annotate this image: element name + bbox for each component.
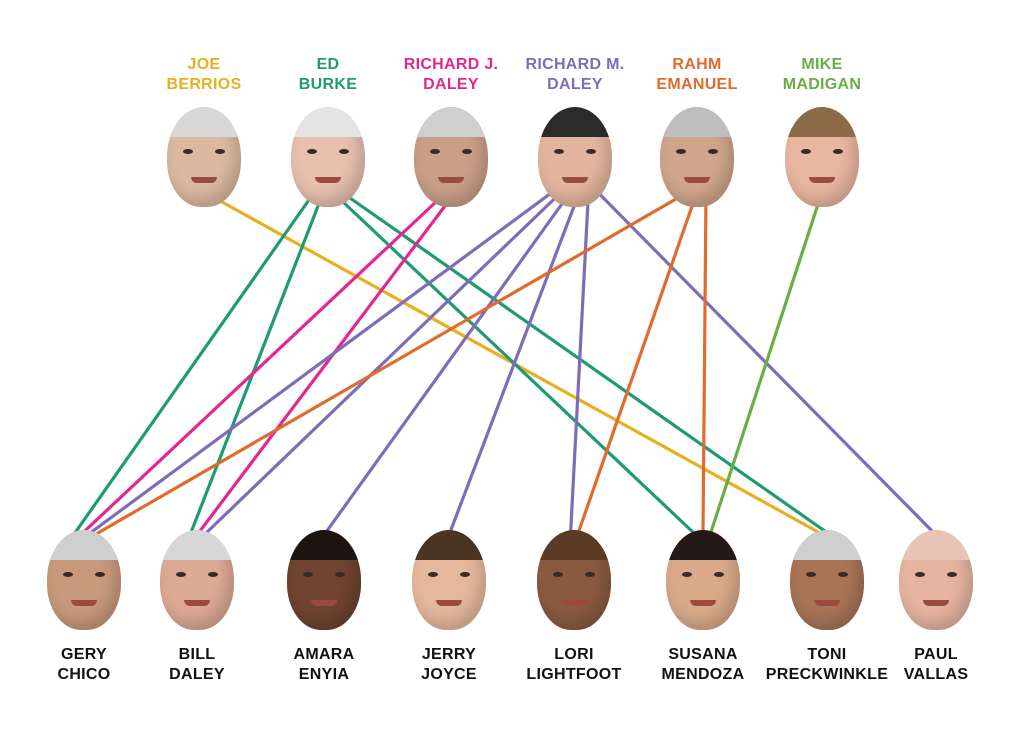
- mentor-label-rjdaley: RICHARD J. DALEY: [376, 55, 526, 95]
- mentor-label-emanuel-line: EMANUEL: [656, 76, 738, 93]
- mentor-label-madigan-line: MADIGAN: [782, 76, 862, 93]
- mentor-label-rjdaley-line: RICHARD J.: [403, 56, 499, 73]
- candidate-face-vallas: [899, 530, 973, 630]
- candidate-label-vallas-line: VALLAS: [903, 666, 969, 683]
- candidate-label-lightfoot-line: LORI: [554, 646, 594, 663]
- candidate-face-joyce: [412, 530, 486, 630]
- mentor-label-rmdaley: RICHARD M. DALEY: [500, 55, 650, 95]
- candidate-label-joyce-line: JERRY: [421, 646, 477, 663]
- link-burke-chico: [71, 190, 317, 537]
- link-rmdaley-bdaley: [202, 190, 564, 537]
- mentor-label-madigan-line: MIKE: [801, 56, 843, 73]
- link-emanuel-chico: [92, 190, 690, 537]
- candidate-label-lightfoot-line: LIGHTFOOT: [526, 666, 622, 683]
- candidate-face-bdaley: [160, 530, 234, 630]
- mentor-label-emanuel: RAHM EMANUEL: [622, 55, 772, 95]
- mentor-face-berrios: [167, 107, 241, 207]
- candidate-label-mendoza-line: SUSANA: [668, 646, 738, 663]
- link-rjdaley-chico: [78, 190, 449, 537]
- mentor-face-madigan: [785, 107, 859, 207]
- candidate-label-vallas: PAUL VALLAS: [861, 645, 1011, 685]
- mentor-face-rmdaley: [538, 107, 612, 207]
- mentor-label-rmdaley-line: DALEY: [547, 76, 603, 93]
- candidate-label-chico-line: GERY: [61, 646, 107, 663]
- mentor-label-berrios-line: BERRIOS: [166, 76, 242, 93]
- mentor-label-rmdaley-line: RICHARD M.: [525, 56, 625, 73]
- mentor-face-burke: [291, 107, 365, 207]
- link-burke-bdaley: [188, 190, 326, 537]
- link-rmdaley-enyia: [322, 190, 573, 537]
- link-madigan-mendoza: [708, 190, 824, 537]
- link-emanuel-mendoza: [701, 190, 708, 537]
- link-burke-preckwinkle: [339, 190, 833, 537]
- link-rmdaley-joyce: [447, 190, 582, 537]
- candidate-face-chico: [47, 530, 121, 630]
- mentor-label-burke: ED BURKE: [253, 55, 403, 95]
- link-rmdaley-lightfoot: [568, 190, 591, 537]
- candidate-face-enyia: [287, 530, 361, 630]
- candidate-label-joyce: JERRY JOYCE: [374, 645, 524, 685]
- mentor-label-emanuel-line: RAHM: [672, 56, 722, 73]
- candidate-label-vallas-line: PAUL: [914, 646, 958, 663]
- candidate-label-enyia-line: ENYIA: [298, 666, 350, 683]
- candidate-label-bdaley-line: BILL: [178, 646, 216, 663]
- candidate-label-lightfoot: LORI LIGHTFOOT: [499, 645, 649, 685]
- candidate-label-joyce-line: JOYCE: [421, 666, 477, 683]
- link-rmdaley-chico: [85, 190, 555, 537]
- candidate-face-mendoza: [666, 530, 740, 630]
- mentor-label-burke-line: ED: [316, 56, 340, 73]
- candidate-label-preckwinkle: TONI PRECKWINKLE: [752, 645, 902, 685]
- mentor-face-emanuel: [660, 107, 734, 207]
- mentor-label-berrios-line: JOE: [187, 56, 221, 73]
- candidate-label-mendoza: SUSANA MENDOZA: [628, 645, 778, 685]
- candidate-label-bdaley-line: DALEY: [169, 666, 225, 683]
- mentor-label-burke-line: BURKE: [298, 76, 358, 93]
- mentor-label-rjdaley-line: DALEY: [423, 76, 479, 93]
- candidate-label-mendoza-line: MENDOZA: [661, 666, 745, 683]
- mentor-label-madigan: MIKE MADIGAN: [747, 55, 897, 95]
- mentor-face-rjdaley: [414, 107, 488, 207]
- link-emanuel-lightfoot: [575, 190, 699, 537]
- candidate-face-preckwinkle: [790, 530, 864, 630]
- candidate-label-preckwinkle-line: TONI: [807, 646, 847, 663]
- candidate-label-enyia-line: AMARA: [293, 646, 355, 663]
- candidate-label-bdaley: BILL DALEY: [122, 645, 272, 685]
- candidate-label-chico: GERY CHICO: [9, 645, 159, 685]
- candidate-label-enyia: AMARA ENYIA: [249, 645, 399, 685]
- mentor-label-berrios: JOE BERRIOS: [129, 55, 279, 95]
- link-rjdaley-bdaley: [195, 190, 458, 537]
- candidate-face-lightfoot: [537, 530, 611, 630]
- candidate-label-chico-line: CHICO: [57, 666, 111, 683]
- candidate-label-preckwinkle-line: PRECKWINKLE: [765, 666, 889, 683]
